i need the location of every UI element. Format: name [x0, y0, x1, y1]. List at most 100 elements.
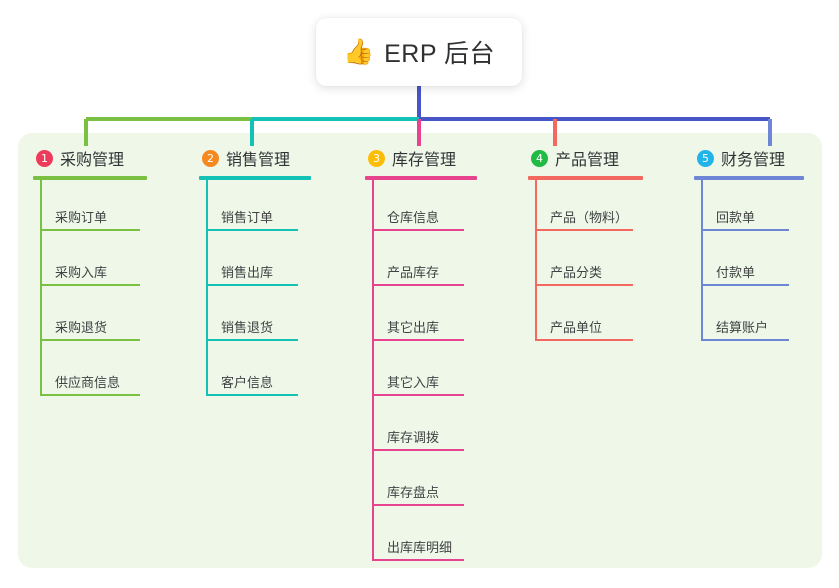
leaf-item-underline [206, 394, 298, 396]
leaf-item-underline [372, 339, 464, 341]
leaf-item-label: 采购退货 [55, 320, 108, 335]
leaf-item[interactable]: 客户信息 [199, 345, 311, 400]
leaf-item-label: 产品库存 [387, 265, 440, 280]
column-title: 销售管理 [226, 152, 291, 169]
leaf-item[interactable]: 采购入库 [33, 235, 147, 290]
leaf-list: 仓库信息产品库存其它出库其它入库库存调拨库存盘点出库库明细 [365, 180, 477, 565]
leaf-spine [40, 180, 42, 396]
leaf-item-label: 采购入库 [55, 265, 108, 280]
leaf-item-label: 库存调拨 [387, 430, 440, 445]
column-index-badge: 3 [368, 149, 385, 167]
leaf-item-label: 销售退货 [221, 320, 274, 335]
leaf-item[interactable]: 产品单位 [528, 290, 643, 345]
leaf-item-label: 供应商信息 [55, 375, 121, 390]
leaf-item-label: 产品单位 [550, 320, 603, 335]
leaf-item[interactable]: 库存调拨 [365, 400, 477, 455]
leaf-item[interactable]: 出库库明细 [365, 510, 477, 565]
leaf-item-label: 库存盘点 [387, 485, 440, 500]
leaf-item[interactable]: 其它出库 [365, 290, 477, 345]
leaf-item[interactable]: 采购退货 [33, 290, 147, 345]
leaf-item[interactable]: 销售退货 [199, 290, 311, 345]
column-库存管理: 3 库存管理仓库信息产品库存其它出库其它入库库存调拨库存盘点出库库明细 [365, 146, 477, 565]
leaf-item-underline [40, 284, 140, 286]
column-header-underline [199, 176, 311, 180]
leaf-item-label: 仓库信息 [387, 210, 440, 225]
leaf-item[interactable]: 产品库存 [365, 235, 477, 290]
leaf-item-underline [701, 284, 789, 286]
leaf-item-label: 产品分类 [550, 265, 603, 280]
leaf-item[interactable]: 产品（物料） [528, 180, 643, 235]
leaf-item-underline [206, 284, 298, 286]
leaf-item[interactable]: 销售出库 [199, 235, 311, 290]
leaf-item[interactable]: 库存盘点 [365, 455, 477, 510]
leaf-item-label: 付款单 [716, 265, 756, 280]
leaf-item-label: 销售订单 [221, 210, 274, 225]
leaf-item-label: 销售出库 [221, 265, 274, 280]
leaf-item-underline [701, 339, 789, 341]
leaf-item-label: 其它出库 [387, 320, 440, 335]
leaf-list: 采购订单采购入库采购退货供应商信息 [33, 180, 147, 400]
leaf-item-label: 客户信息 [221, 375, 274, 390]
leaf-item-underline [372, 229, 464, 231]
leaf-item-underline [372, 449, 464, 451]
column-财务管理: 5 财务管理回款单付款单结算账户 [694, 146, 804, 345]
leaf-item[interactable]: 产品分类 [528, 235, 643, 290]
leaf-item-underline [535, 284, 633, 286]
column-title: 财务管理 [721, 152, 786, 169]
column-header-underline [365, 176, 477, 180]
leaf-item-label: 结算账户 [716, 320, 769, 335]
leaf-item-underline [372, 284, 464, 286]
leaf-spine [372, 180, 374, 561]
column-title: 库存管理 [392, 152, 457, 169]
leaf-item-underline [535, 339, 633, 341]
leaf-item-underline [40, 229, 140, 231]
leaf-spine [206, 180, 208, 396]
column-index-badge: 4 [531, 149, 548, 167]
leaf-list: 回款单付款单结算账户 [694, 180, 804, 345]
leaf-item-label: 其它入库 [387, 375, 440, 390]
leaf-list: 产品（物料） 产品分类产品单位 [528, 180, 643, 345]
leaf-spine [701, 180, 703, 341]
column-header-4[interactable]: 4 产品管理 [528, 146, 643, 170]
leaf-item-underline [535, 229, 633, 231]
column-index-badge: 2 [202, 149, 219, 167]
column-header-5[interactable]: 5 财务管理 [694, 146, 804, 170]
column-index-badge: 5 [697, 149, 714, 167]
diagram-background-panel [18, 133, 822, 568]
column-header-2[interactable]: 2 销售管理 [199, 146, 311, 170]
leaf-item-underline [206, 339, 298, 341]
thumbs-up-icon: 👍 [342, 37, 375, 66]
column-header-3[interactable]: 3 库存管理 [365, 146, 477, 170]
column-header-underline [694, 176, 804, 180]
column-header-1[interactable]: 1 采购管理 [33, 146, 147, 170]
root-node-erp-backend[interactable]: 👍 ERP 后台 [316, 18, 522, 86]
column-销售管理: 2 销售管理销售订单销售出库销售退货客户信息 [199, 146, 311, 400]
leaf-item-underline [372, 394, 464, 396]
column-title: 采购管理 [60, 152, 125, 169]
leaf-item[interactable]: 其它入库 [365, 345, 477, 400]
leaf-item-underline [372, 504, 464, 506]
leaf-item[interactable]: 结算账户 [694, 290, 804, 345]
leaf-item[interactable]: 供应商信息 [33, 345, 147, 400]
leaf-item-underline [372, 559, 464, 561]
column-采购管理: 1 采购管理采购订单采购入库采购退货供应商信息 [33, 146, 147, 400]
leaf-item[interactable]: 仓库信息 [365, 180, 477, 235]
root-node-content: 👍 ERP 后台 [343, 34, 495, 70]
leaf-spine [535, 180, 537, 341]
column-header-underline [33, 176, 147, 180]
leaf-item-underline [701, 229, 789, 231]
leaf-item-underline [206, 229, 298, 231]
root-node-title: ERP 后台 [384, 40, 496, 68]
leaf-item-label: 回款单 [716, 210, 756, 225]
leaf-item-underline [40, 394, 140, 396]
leaf-item[interactable]: 销售订单 [199, 180, 311, 235]
leaf-item-label: 采购订单 [55, 210, 108, 225]
column-header-underline [528, 176, 643, 180]
leaf-item[interactable]: 付款单 [694, 235, 804, 290]
column-index-badge: 1 [36, 149, 53, 167]
leaf-item[interactable]: 采购订单 [33, 180, 147, 235]
leaf-item[interactable]: 回款单 [694, 180, 804, 235]
leaf-item-underline [40, 339, 140, 341]
column-title: 产品管理 [555, 152, 620, 169]
